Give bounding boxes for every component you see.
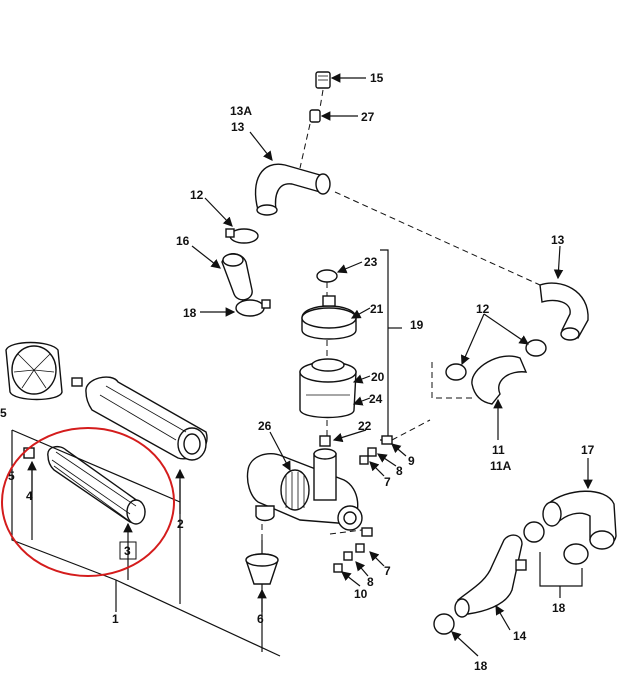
callout-13-right: 13 xyxy=(551,233,565,247)
dust-bowl-part xyxy=(299,358,357,419)
callout-20: 20 xyxy=(371,370,385,384)
callout-4: 4 xyxy=(26,489,33,503)
callout-11: 11 xyxy=(492,443,505,457)
hose-elbow-part xyxy=(471,355,528,405)
primary-filter-element-part xyxy=(85,376,208,461)
hose-clamp-part xyxy=(235,299,271,317)
callout-27: 27 xyxy=(361,110,375,124)
tube-part xyxy=(454,534,527,618)
callout-3-box xyxy=(119,541,137,560)
nut-part xyxy=(23,447,35,459)
callout-23: 23 xyxy=(364,255,378,269)
callout-2: 2 xyxy=(177,517,184,531)
callout-17: 17 xyxy=(581,443,595,457)
bolt-part xyxy=(333,435,393,573)
callout-13A: 13A xyxy=(230,104,252,118)
callout-5-lower: 5 xyxy=(8,469,15,483)
callout-12-right: 12 xyxy=(476,302,490,316)
callout-16: 16 xyxy=(176,234,190,248)
callout-3: 3 xyxy=(124,544,131,558)
callout-8-lower: 8 xyxy=(367,575,374,589)
precleaner-part xyxy=(5,341,63,401)
callout-21: 21 xyxy=(370,302,384,316)
secondary-filter-element-part xyxy=(47,445,146,525)
elbow-part xyxy=(221,253,253,301)
wing-nut-part xyxy=(71,377,83,387)
hose-clamp-part xyxy=(225,228,259,244)
highlight-circle xyxy=(1,427,175,577)
callout-13: 13 xyxy=(231,120,245,134)
callout-14: 14 xyxy=(513,629,527,643)
callout-19: 19 xyxy=(410,318,424,332)
callout-10: 10 xyxy=(354,587,368,601)
callout-18: 18 xyxy=(183,306,197,320)
callout-24: 24 xyxy=(369,392,383,406)
callout-8: 8 xyxy=(396,464,403,478)
hose-clamp-part xyxy=(445,339,547,381)
callout-7: 7 xyxy=(384,475,391,489)
vacuator-cap-part xyxy=(315,71,331,89)
hose-elbow-part xyxy=(539,282,589,341)
hose-elbow-part xyxy=(254,163,331,216)
callout-9: 9 xyxy=(408,454,415,468)
air-cleaner-cover-part xyxy=(301,295,357,340)
callout-18-bottom: 18 xyxy=(474,659,488,673)
hose-clamp-part xyxy=(433,613,455,635)
air-cleaner-housing-part xyxy=(246,448,363,531)
clamp-part xyxy=(316,269,338,283)
fitting-part xyxy=(319,435,331,447)
callout-5: 5 xyxy=(0,406,7,420)
callout-12: 12 xyxy=(190,188,204,202)
fitting-part xyxy=(309,109,321,123)
callout-26: 26 xyxy=(258,419,272,433)
callout-18-right: 18 xyxy=(552,601,566,615)
callout-22: 22 xyxy=(358,419,372,433)
callout-7-lower: 7 xyxy=(384,564,391,578)
vacuator-valve-part xyxy=(245,553,279,585)
callout-15: 15 xyxy=(370,71,384,85)
callout-1: 1 xyxy=(112,612,119,626)
callout-6: 6 xyxy=(257,612,264,626)
hose-clamp-part xyxy=(523,521,589,565)
hose-elbow-part xyxy=(542,490,617,550)
callout-11A: 11A xyxy=(490,459,512,473)
